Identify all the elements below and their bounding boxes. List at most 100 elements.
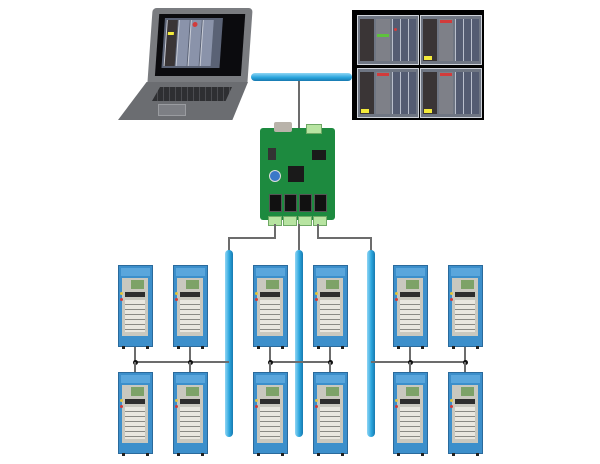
touchpad xyxy=(158,104,186,116)
cabinet-interior xyxy=(120,278,148,336)
indicator-light xyxy=(255,298,258,301)
bus-drop-wire xyxy=(298,81,300,129)
indicator-light xyxy=(395,298,398,301)
control-cabinet xyxy=(173,372,208,456)
control-cabinet xyxy=(448,265,483,349)
laptop-app-window xyxy=(161,18,223,68)
indicator-light xyxy=(255,405,258,408)
control-cabinet xyxy=(118,265,153,349)
components xyxy=(320,300,340,332)
components xyxy=(400,407,420,439)
control-cabinet xyxy=(253,265,288,349)
laptop-screen-frame xyxy=(147,8,253,84)
monitor-panel xyxy=(357,68,419,118)
cabinet-drop-wire xyxy=(409,347,411,362)
app-column xyxy=(199,20,214,66)
indicator-light xyxy=(175,298,178,301)
terminal-strip xyxy=(455,292,475,297)
monitor-panel xyxy=(420,15,482,65)
status-indicator xyxy=(167,32,174,35)
components xyxy=(260,407,280,439)
laptop-screen xyxy=(154,14,246,76)
circuit-board xyxy=(406,387,419,396)
cabinet-vent xyxy=(316,268,345,276)
indicator-light xyxy=(315,298,318,301)
cabinet-vent xyxy=(256,268,285,276)
indicator-light xyxy=(395,405,398,408)
indicator-light xyxy=(315,292,318,295)
terminal-strip xyxy=(260,399,280,404)
circuit-board xyxy=(266,280,279,289)
cabinet-vent xyxy=(121,375,150,383)
cabinet-vent xyxy=(176,375,205,383)
indicator-light xyxy=(450,298,453,301)
control-cabinet xyxy=(173,265,208,349)
terminal-strip xyxy=(400,399,420,404)
cabinet-drop-wire xyxy=(189,347,191,362)
indicator-light xyxy=(175,292,178,295)
terminal-strip xyxy=(455,399,475,404)
indicator-light xyxy=(450,292,453,295)
cabinet-interior xyxy=(255,278,283,336)
terminal-block xyxy=(298,216,312,226)
cabinet-drop-wire xyxy=(134,347,136,362)
cabinet-interior xyxy=(395,278,423,336)
indicator-light xyxy=(450,399,453,402)
circuit-board xyxy=(326,387,339,396)
cabinet-interior xyxy=(175,385,203,443)
circuit-board xyxy=(131,387,144,396)
bus-3-wire xyxy=(317,237,372,239)
relay xyxy=(269,194,282,212)
branch-line-3 xyxy=(371,361,467,363)
circuit-board xyxy=(461,280,474,289)
chip xyxy=(268,148,276,160)
cabinet-vent xyxy=(451,375,480,383)
cabinet-vent xyxy=(396,268,425,276)
indicator-light xyxy=(450,405,453,408)
indicator-light xyxy=(315,405,318,408)
indicator-light xyxy=(120,292,123,295)
terminal-strip xyxy=(180,292,200,297)
terminal-block xyxy=(283,216,297,226)
terminal-strip xyxy=(125,399,145,404)
components xyxy=(180,300,200,332)
components xyxy=(125,300,145,332)
capacitor xyxy=(269,170,281,182)
cabinet-vent xyxy=(176,268,205,276)
indicator-light xyxy=(395,399,398,402)
terminal-strip xyxy=(320,292,340,297)
components xyxy=(125,407,145,439)
keyboard xyxy=(152,87,232,101)
components xyxy=(455,300,475,332)
terminal-strip xyxy=(400,292,420,297)
cabinet-interior xyxy=(120,385,148,443)
bus-1-wire xyxy=(228,237,230,251)
indicator-light xyxy=(120,298,123,301)
cabinet-vent xyxy=(121,268,150,276)
indicator-light xyxy=(315,399,318,402)
indicator-light xyxy=(120,399,123,402)
indicator-light xyxy=(255,292,258,295)
cabinet-vent xyxy=(316,375,345,383)
components xyxy=(320,407,340,439)
circuit-board xyxy=(186,387,199,396)
microcontroller-chip xyxy=(288,166,304,182)
circuit-board xyxy=(406,280,419,289)
cabinet-interior xyxy=(255,385,283,443)
control-cabinet xyxy=(393,372,428,456)
laptop-keyboard-base xyxy=(118,82,248,120)
terminal-block xyxy=(313,216,327,226)
laptop xyxy=(0,0,260,125)
components xyxy=(400,300,420,332)
terminal-strip xyxy=(260,292,280,297)
bus-3-wire xyxy=(370,237,372,251)
bus-2 xyxy=(295,250,303,437)
circuit-board xyxy=(326,280,339,289)
indicator-light xyxy=(395,292,398,295)
cabinet-interior xyxy=(315,278,343,336)
control-cabinet xyxy=(448,372,483,456)
control-cabinet xyxy=(118,372,153,456)
serial-connector xyxy=(274,122,292,132)
terminal-strip xyxy=(125,292,145,297)
monitor-panel xyxy=(420,68,482,118)
